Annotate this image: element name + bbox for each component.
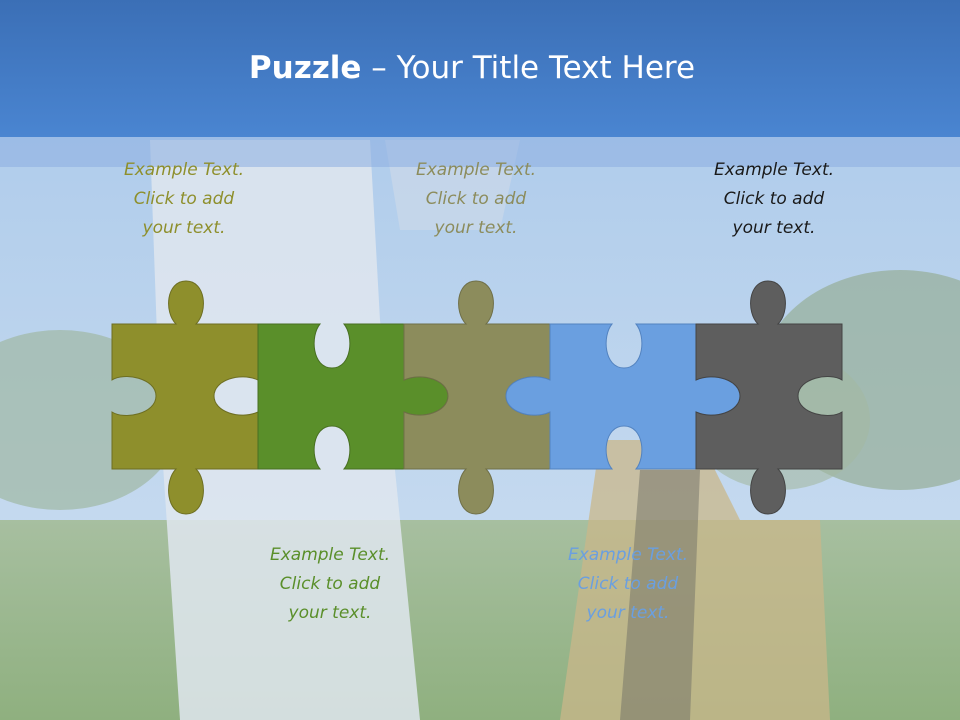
caption-3-line-1: Example Text.	[415, 160, 537, 180]
title-bar-band	[0, 137, 960, 167]
caption-3[interactable]: Example Text. Click to add your text.	[391, 156, 561, 243]
caption-4[interactable]: Example Text. Click to add your text.	[543, 541, 713, 628]
caption-1-line-3: your text.	[142, 218, 226, 238]
caption-4-line-3: your text.	[586, 603, 670, 623]
caption-5-line-3: your text.	[732, 218, 816, 238]
caption-5[interactable]: Example Text. Click to add your text.	[689, 156, 859, 243]
caption-5-line-2: Click to add	[723, 189, 825, 209]
caption-2-line-1: Example Text.	[269, 545, 391, 565]
caption-3-line-2: Click to add	[425, 189, 527, 209]
caption-4-line-2: Click to add	[577, 574, 679, 594]
title-bar	[0, 0, 960, 137]
caption-2[interactable]: Example Text. Click to add your text.	[245, 541, 415, 628]
title-rest-part: – Your Title Text Here	[361, 50, 696, 86]
caption-5-line-1: Example Text.	[713, 160, 835, 180]
caption-1-line-2: Click to add	[133, 189, 235, 209]
puzzle-piece-1[interactable]	[111, 280, 259, 515]
title-bold-part: Puzzle	[248, 50, 362, 86]
caption-2-line-2: Click to add	[279, 574, 381, 594]
caption-1[interactable]: Example Text. Click to add your text.	[99, 156, 269, 243]
slide-title[interactable]: Puzzle – Your Title Text Here	[0, 50, 944, 86]
caption-1-line-1: Example Text.	[123, 160, 245, 180]
puzzle-piece-5[interactable]	[695, 280, 843, 515]
caption-2-line-3: your text.	[288, 603, 372, 623]
caption-3-line-3: your text.	[434, 218, 518, 238]
caption-4-line-1: Example Text.	[567, 545, 689, 565]
